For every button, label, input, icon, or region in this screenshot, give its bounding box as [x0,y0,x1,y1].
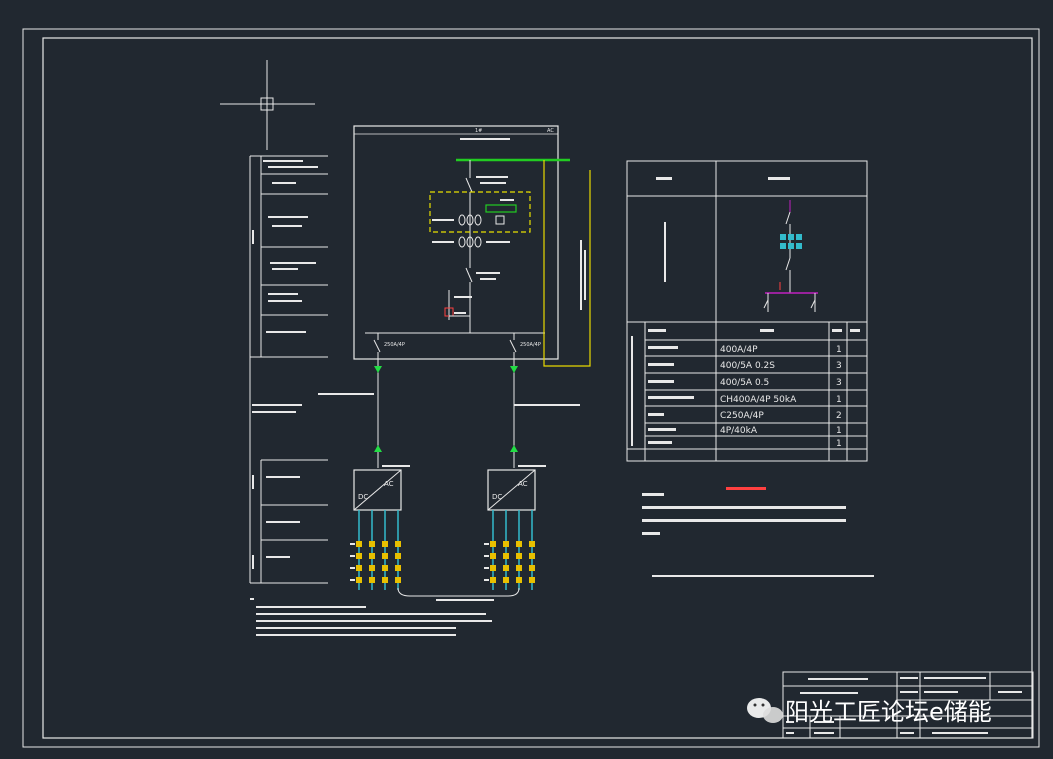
mini-ct-icon [780,234,802,249]
meter-icon [485,204,517,213]
spec-row-7-qty: 1 [836,439,842,449]
mini-single-line [763,200,818,312]
spec-row-3-qty: 3 [836,378,842,388]
ct-labels [432,199,514,243]
main-incomer [465,160,473,333]
spec-row-4-spec: CH400A/4P 50kA [720,395,797,405]
pcs-1-dc-label: DC [358,493,368,501]
spec-row-2-spec: 400/5A 0.2S [720,361,775,371]
pcs-unit-2: DC AC [487,469,536,511]
metering-box [429,191,531,233]
breaker-right-label: 250A/4P [520,342,541,348]
cabinet-header-left: 1# [475,128,482,134]
pcs-2-ac-label: AC [518,480,528,488]
surge-labels [454,296,472,314]
spec-row-1-spec: 400A/4P [720,345,758,355]
pcs-2-dc-label: DC [492,493,502,501]
spec-row-3-spec: 400/5A 0.5 [720,378,769,388]
wechat-icon [747,698,783,723]
current-transformers-icon [458,214,482,248]
spec-table-frame [626,160,868,462]
spec-row-5-spec: C250A/4P [720,411,764,421]
pcs-unit-1: DC AC [353,469,402,511]
surge-protector [444,290,470,320]
cabinet-header-right: AC [547,128,554,134]
technical-notes [642,487,874,577]
spec-row-2-qty: 3 [836,361,842,371]
crosshair-cursor-icon [220,60,315,150]
left-info-table [249,155,328,584]
spec-row-6-spec: 4P/40kA [720,426,758,436]
spec-row-1-qty: 1 [836,345,842,355]
title-block [782,671,1034,739]
spec-row-4-qty: 1 [836,395,842,405]
output-breakers [373,333,517,359]
feeder-lines [377,359,515,468]
spec-table-rows: 400A/4P 1 400/5A 0.2S 3 400/5A 0.5 3 CH4… [720,345,842,449]
dc-strings [358,510,533,590]
left-info-text-marks [252,160,318,569]
dc-fuses [356,541,535,583]
dc-interconnect [397,587,520,597]
watermark-text: 阳光工匠论坛e储能 [785,698,992,726]
feeder-cable-labels [318,393,580,467]
outer-frame [22,28,1040,748]
breaker-left-label: 250A/4P [384,342,405,348]
ac-cabinet: 1# AC [353,125,559,360]
spec-row-5-qty: 2 [836,411,842,421]
drawing-notes [250,598,492,636]
feeder-arrows [374,366,518,452]
incomer-labels [476,176,508,280]
ground-wire [543,160,591,367]
inner-frame [42,37,1033,739]
meter-indicator-icon [495,215,505,225]
pcs-1-ac-label: AC [384,480,394,488]
ground-wire-label [580,240,586,310]
spec-row-6-qty: 1 [836,426,842,436]
dc-string-labels [350,543,489,581]
title-block-text [786,677,1022,734]
spec-table-header-marks [631,177,860,446]
dc-interconnect-label [436,599,494,601]
